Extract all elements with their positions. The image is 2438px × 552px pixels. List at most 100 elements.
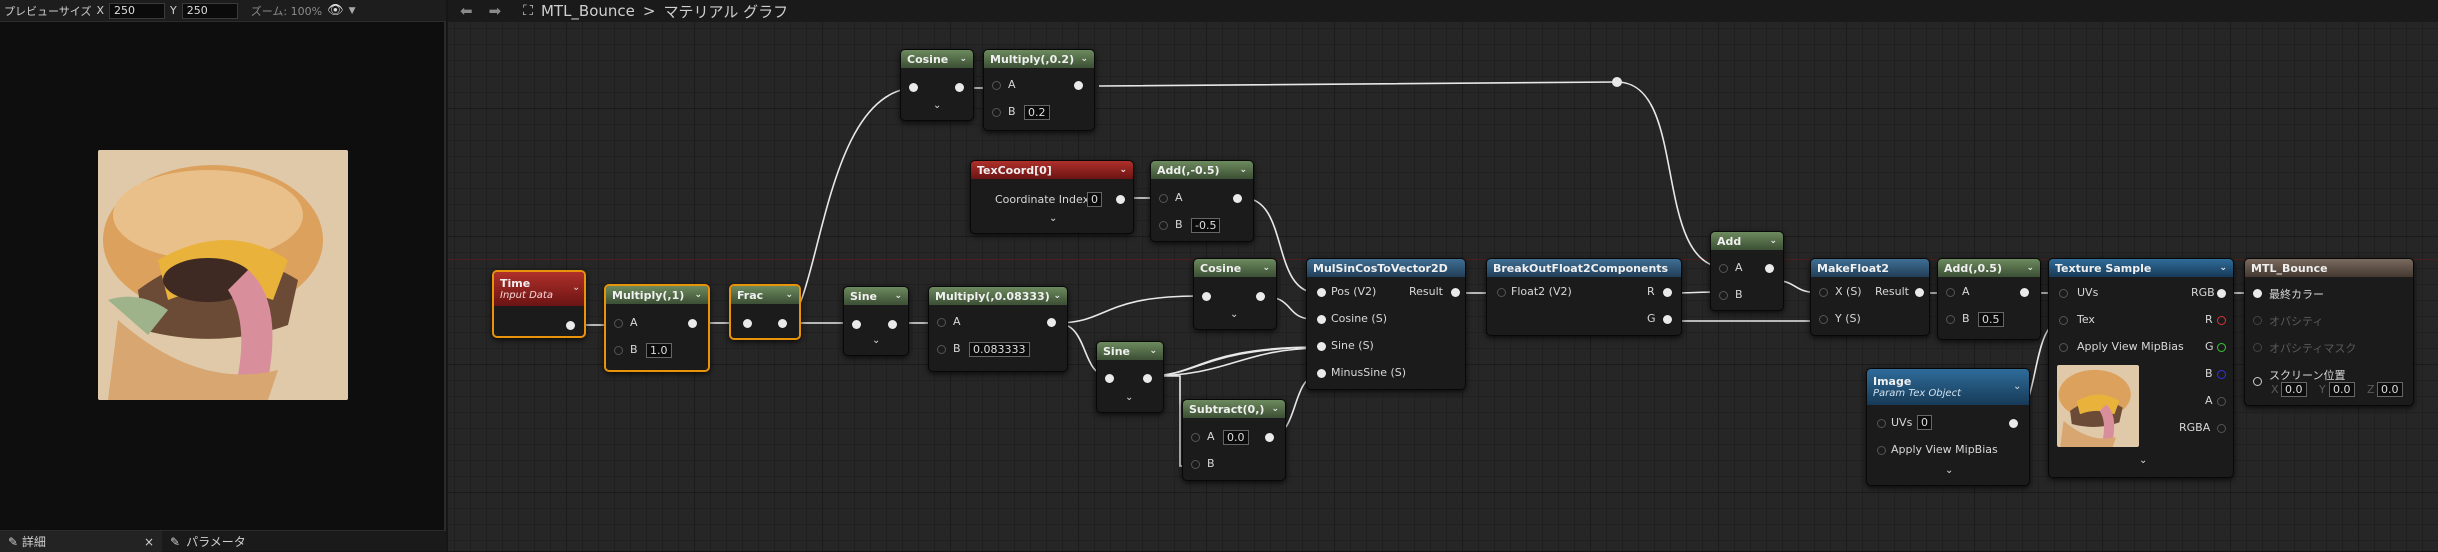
output-pin[interactable] — [955, 83, 964, 92]
node-add-neg05[interactable]: Add(,-0.5)⌄ A B -0.5 — [1150, 160, 1254, 242]
input-pin-b[interactable] — [1191, 460, 1200, 469]
input-pin-a[interactable] — [1719, 264, 1728, 273]
input-pin[interactable] — [743, 319, 752, 328]
material-title[interactable]: MTL_Bounce — [540, 2, 635, 20]
input-pin-x[interactable] — [1819, 288, 1828, 297]
input-pin[interactable] — [1497, 288, 1506, 297]
chevron-down-icon[interactable]: ⌄ — [1271, 404, 1279, 414]
input-pin-a[interactable] — [614, 319, 623, 328]
output-pin[interactable] — [1047, 318, 1056, 327]
chevron-down-icon[interactable]: ⌄ — [2139, 455, 2148, 466]
value-input-b[interactable]: 1.0 — [646, 343, 672, 358]
output-pin[interactable] — [1915, 288, 1924, 297]
node-cosine-top[interactable]: Cosine⌄ ⌄ — [900, 49, 974, 121]
coordinate-index-input[interactable]: 0 — [1087, 192, 1102, 207]
preview-x-input[interactable]: 250 — [109, 2, 165, 19]
node-sine[interactable]: Sine⌄ ⌄ — [843, 286, 909, 356]
screen-y-input[interactable]: 0.0 — [2329, 382, 2355, 397]
preview-y-input[interactable]: 250 — [181, 2, 238, 19]
output-pin-rgb[interactable] — [2217, 289, 2226, 298]
value-input-b[interactable]: 0.2 — [1024, 105, 1050, 120]
chevron-down-icon[interactable]: ⌄ — [2013, 381, 2022, 392]
input-pin-a[interactable] — [1946, 288, 1955, 297]
tab-params[interactable]: ✎ パラメータ — [162, 531, 254, 552]
node-cosine[interactable]: Cosine⌄ ⌄ — [1193, 258, 1277, 330]
chevron-down-icon[interactable]: ⌄ — [933, 100, 942, 111]
node-multiply-008333[interactable]: Multiply(,0.08333)⌄ A B 0.083333 — [928, 286, 1068, 372]
input-pin-sine[interactable] — [1317, 342, 1326, 351]
node-texture-sample[interactable]: Texture Sample⌄ UVs RGB Tex R Apply View… — [2048, 258, 2234, 478]
value-input-b[interactable]: 0.083333 — [969, 342, 1030, 357]
node-image-param[interactable]: Image Param Tex Object ⌄ UVs 0 Apply Vie… — [1866, 368, 2030, 486]
chevron-down-icon[interactable]: ▼ — [348, 5, 356, 16]
input-pin-b[interactable] — [992, 108, 1001, 117]
chevron-down-icon[interactable]: ⌄ — [1262, 263, 1270, 273]
chevron-down-icon[interactable]: ⌄ — [872, 335, 881, 346]
output-pin[interactable] — [1233, 194, 1242, 203]
node-multiply-1[interactable]: Multiply(,1)⌄ A B 1.0 — [604, 284, 710, 372]
chevron-down-icon[interactable]: ⌄ — [1769, 236, 1777, 246]
node-mulsincos[interactable]: MulSinCosToVector2D Pos (V2) Result Cosi… — [1306, 258, 1466, 390]
input-pin-y[interactable] — [1819, 315, 1828, 324]
input-pin-mip[interactable] — [1877, 446, 1886, 455]
input-pin-screen-pos[interactable] — [2253, 377, 2262, 386]
output-pin[interactable] — [1116, 195, 1125, 204]
value-input-b[interactable]: 0.5 — [1978, 312, 2004, 327]
chevron-down-icon[interactable]: ⌄ — [694, 290, 702, 300]
node-add-05[interactable]: Add(,0.5)⌄ A B 0.5 — [1937, 258, 2041, 340]
output-pin[interactable] — [1256, 292, 1265, 301]
chevron-down-icon[interactable]: ⌄ — [1149, 346, 1157, 356]
input-pin-mip[interactable] — [2059, 343, 2068, 352]
screen-x-input[interactable]: 0.0 — [2281, 382, 2307, 397]
input-pin-pos[interactable] — [1317, 288, 1326, 297]
input-pin-b[interactable] — [1946, 315, 1955, 324]
output-pin[interactable] — [2020, 288, 2029, 297]
input-pin-opacity-mask[interactable] — [2253, 343, 2262, 352]
output-pin-rgba[interactable] — [2217, 424, 2226, 433]
chevron-down-icon[interactable]: ⌄ — [1239, 165, 1247, 175]
input-pin[interactable] — [1105, 374, 1114, 383]
output-pin[interactable] — [1765, 264, 1774, 273]
uvs-input[interactable]: 0 — [1917, 415, 1932, 430]
output-pin[interactable] — [778, 319, 787, 328]
node-add[interactable]: Add⌄ A B — [1710, 231, 1784, 311]
screen-z-input[interactable]: 0.0 — [2377, 382, 2403, 397]
value-input-b[interactable]: -0.5 — [1191, 218, 1221, 233]
output-pin-b[interactable] — [2217, 370, 2226, 379]
node-multiply-02[interactable]: Multiply(,0.2)⌄ A B 0.2 — [983, 49, 1095, 131]
input-pin-a[interactable] — [992, 81, 1001, 90]
input-pin-a[interactable] — [1191, 433, 1200, 442]
output-pin[interactable] — [1143, 374, 1152, 383]
input-pin[interactable] — [909, 83, 918, 92]
tab-details[interactable]: ✎ 詳細 × — [0, 531, 162, 552]
input-pin-b[interactable] — [937, 345, 946, 354]
input-pin-uvs[interactable] — [1877, 419, 1886, 428]
output-pin[interactable] — [566, 321, 575, 330]
input-pin-final-color[interactable] — [2253, 289, 2262, 298]
node-time[interactable]: Time Input Data ⌄ — [492, 270, 586, 338]
node-frac[interactable]: Frac⌄ — [729, 284, 801, 340]
input-pin-b[interactable] — [1719, 291, 1728, 300]
output-pin-a[interactable] — [2217, 397, 2226, 406]
input-pin[interactable] — [1202, 292, 1211, 301]
input-pin-uvs[interactable] — [2059, 289, 2068, 298]
output-pin[interactable] — [688, 319, 697, 328]
output-pin-r[interactable] — [2217, 316, 2226, 325]
node-material-result[interactable]: MTL_Bounce 最終カラー オパシティ オパシティマスク スクリーン位置 … — [2244, 258, 2414, 406]
output-pin[interactable] — [1074, 81, 1083, 90]
output-pin-g[interactable] — [1663, 315, 1672, 324]
output-pin[interactable] — [2009, 419, 2018, 428]
input-pin-b[interactable] — [614, 346, 623, 355]
chevron-down-icon[interactable]: ⌄ — [1080, 54, 1088, 64]
node-breakout[interactable]: BreakOutFloat2Components Float2 (V2) R G — [1486, 258, 1682, 336]
chevron-down-icon[interactable]: ⌄ — [1053, 291, 1061, 301]
node-subtract[interactable]: Subtract(0,)⌄ A 0.0 B — [1182, 399, 1286, 481]
back-arrow-icon[interactable]: ⬅ — [460, 2, 473, 20]
chevron-down-icon[interactable]: ⌄ — [572, 282, 581, 293]
value-input-a[interactable]: 0.0 — [1223, 430, 1249, 445]
chevron-down-icon[interactable]: ⌄ — [2026, 263, 2034, 273]
output-pin[interactable] — [1451, 288, 1460, 297]
output-pin-g[interactable] — [2217, 343, 2226, 352]
output-pin-r[interactable] — [1663, 288, 1672, 297]
chevron-down-icon[interactable]: ⌄ — [959, 54, 967, 64]
